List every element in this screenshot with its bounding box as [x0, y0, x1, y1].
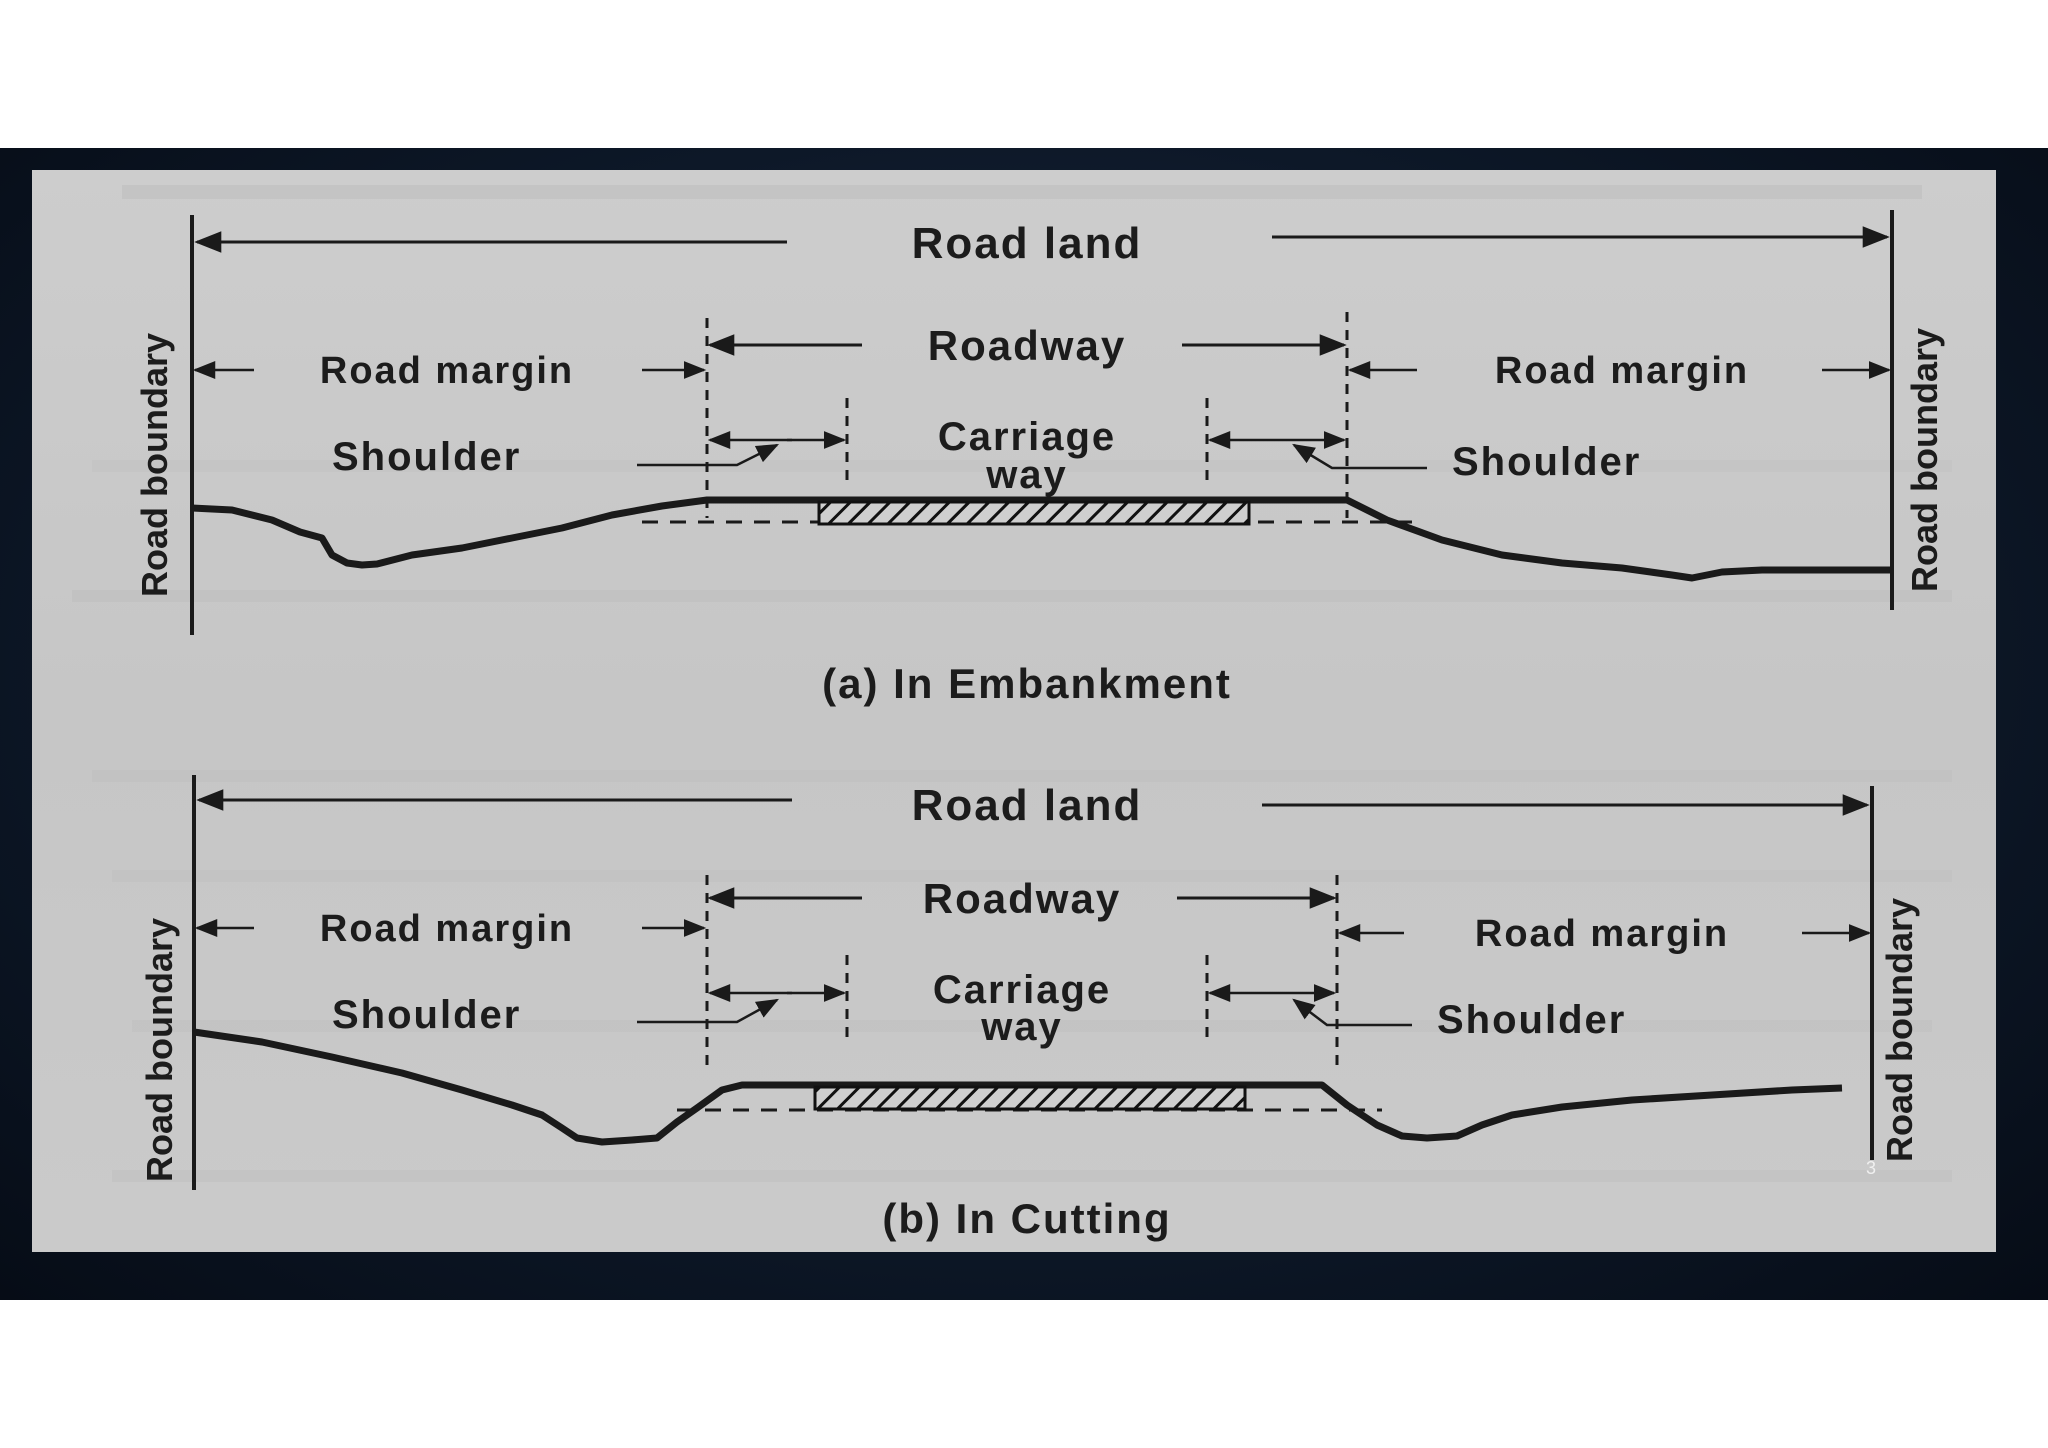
caption-embankment: (a) In Embankment: [822, 660, 1232, 707]
panel-embankment: Road land Roadway Road margin Road margi…: [134, 210, 1945, 707]
roadway-label: Roadway: [928, 322, 1126, 369]
shoulder-right-leader: [1292, 443, 1427, 470]
shoulder-right-leader: [1292, 998, 1412, 1027]
shoulder-left-leader: [637, 998, 779, 1024]
shoulder-left-label: Shoulder: [332, 435, 521, 479]
ground-profile-embankment: [191, 496, 1892, 582]
road-boundary-left-label: Road boundary: [134, 333, 175, 597]
pavement-hatched: [813, 1085, 1247, 1111]
road-margin-left-label: Road margin: [320, 350, 574, 392]
road-land-label: Road land: [912, 781, 1143, 830]
shoulder-left-leader: [637, 443, 780, 467]
road-boundary-left-label: Road boundary: [139, 918, 180, 1182]
shoulder-right-label: Shoulder: [1452, 440, 1641, 484]
road-margin-left-label: Road margin: [320, 908, 574, 950]
panel-cutting: Road land Roadway Road margin Road margi…: [139, 775, 1920, 1242]
shoulder-right-label: Shoulder: [1437, 998, 1626, 1042]
carriageway-label-line2: way: [985, 453, 1068, 497]
road-boundary-right-label: Road boundary: [1904, 328, 1945, 592]
carriageway-label-line2: way: [980, 1005, 1063, 1049]
road-land-label: Road land: [912, 219, 1143, 268]
ground-profile-cutting: [193, 1028, 1843, 1146]
carriageway-label-line1: Carriage: [933, 968, 1111, 1012]
caption-cutting: (b) In Cutting: [882, 1195, 1171, 1242]
road-cross-section-figure: Road land Roadway Road margin Road margi…: [32, 170, 1996, 1252]
road-boundary-right-label: Road boundary: [1879, 898, 1920, 1162]
bleed-through-text: [72, 185, 1952, 1182]
road-margin-right-label: Road margin: [1495, 350, 1749, 392]
shoulder-left-label: Shoulder: [332, 993, 521, 1037]
slide-page-number: 3: [1866, 1158, 1877, 1178]
carriageway-label-line1: Carriage: [938, 415, 1116, 459]
roadway-label: Roadway: [923, 875, 1121, 922]
pavement-hatched: [817, 500, 1251, 526]
diagram-canvas: Road land Roadway Road margin Road margi…: [72, 185, 1952, 1242]
road-margin-right-label: Road margin: [1475, 913, 1729, 955]
